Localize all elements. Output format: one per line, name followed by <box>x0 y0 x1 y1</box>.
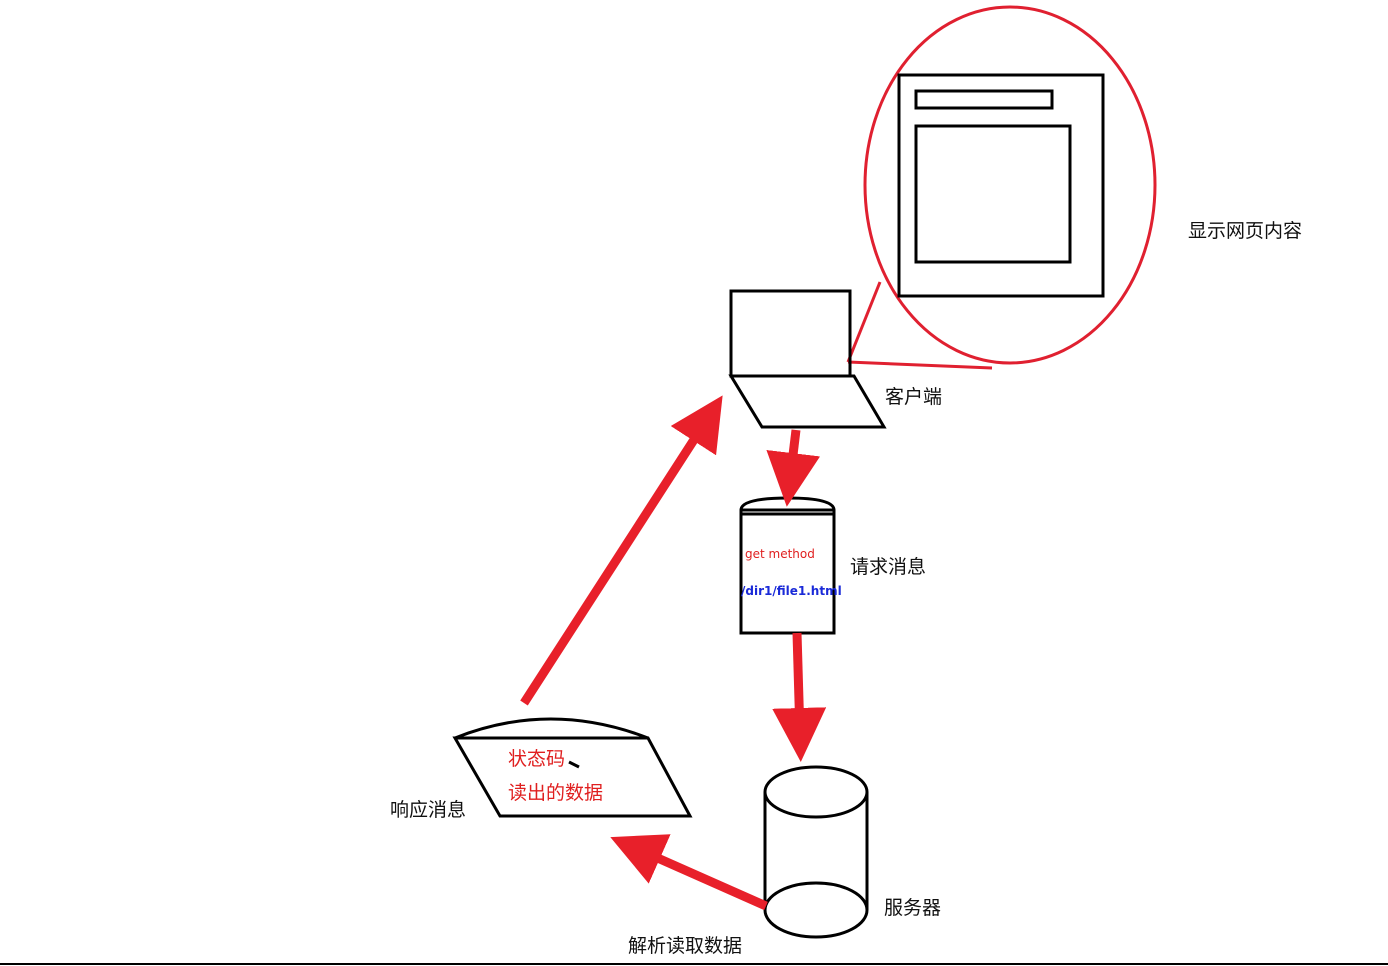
parse-read-label: 解析读取数据 <box>628 935 743 957</box>
arrow-request-to-server <box>772 632 827 762</box>
request-message-label: 请求消息 <box>850 556 927 578</box>
parallelogram-document-icon <box>452 717 693 818</box>
display-webpage-label: 显示网页内容 <box>1188 220 1303 242</box>
database-cylinder-icon <box>763 765 869 939</box>
arrow-response-to-client <box>520 395 723 706</box>
arrow-client-to-request <box>766 429 821 507</box>
magnifier-pointer-upper <box>846 281 882 363</box>
response-message-label: 响应消息 <box>390 799 467 821</box>
magnifier-pointer-lower <box>847 360 993 370</box>
status-tick <box>568 760 580 769</box>
browser-window-icon <box>897 73 1105 298</box>
read-data-text: 读出的数据 <box>508 782 604 804</box>
webpage-magnifier <box>846 5 1157 370</box>
arrow-server-to-response <box>610 834 768 911</box>
client-label: 客户端 <box>885 386 943 408</box>
laptop-icon <box>728 289 887 429</box>
request-method-text: get method <box>745 547 815 561</box>
request-path-text: /dir1/file1.html <box>741 584 842 598</box>
magnifier-circle <box>863 5 1157 365</box>
status-code-text: 状态码 <box>508 748 566 770</box>
document-icon <box>739 496 836 635</box>
server-label: 服务器 <box>884 897 942 919</box>
